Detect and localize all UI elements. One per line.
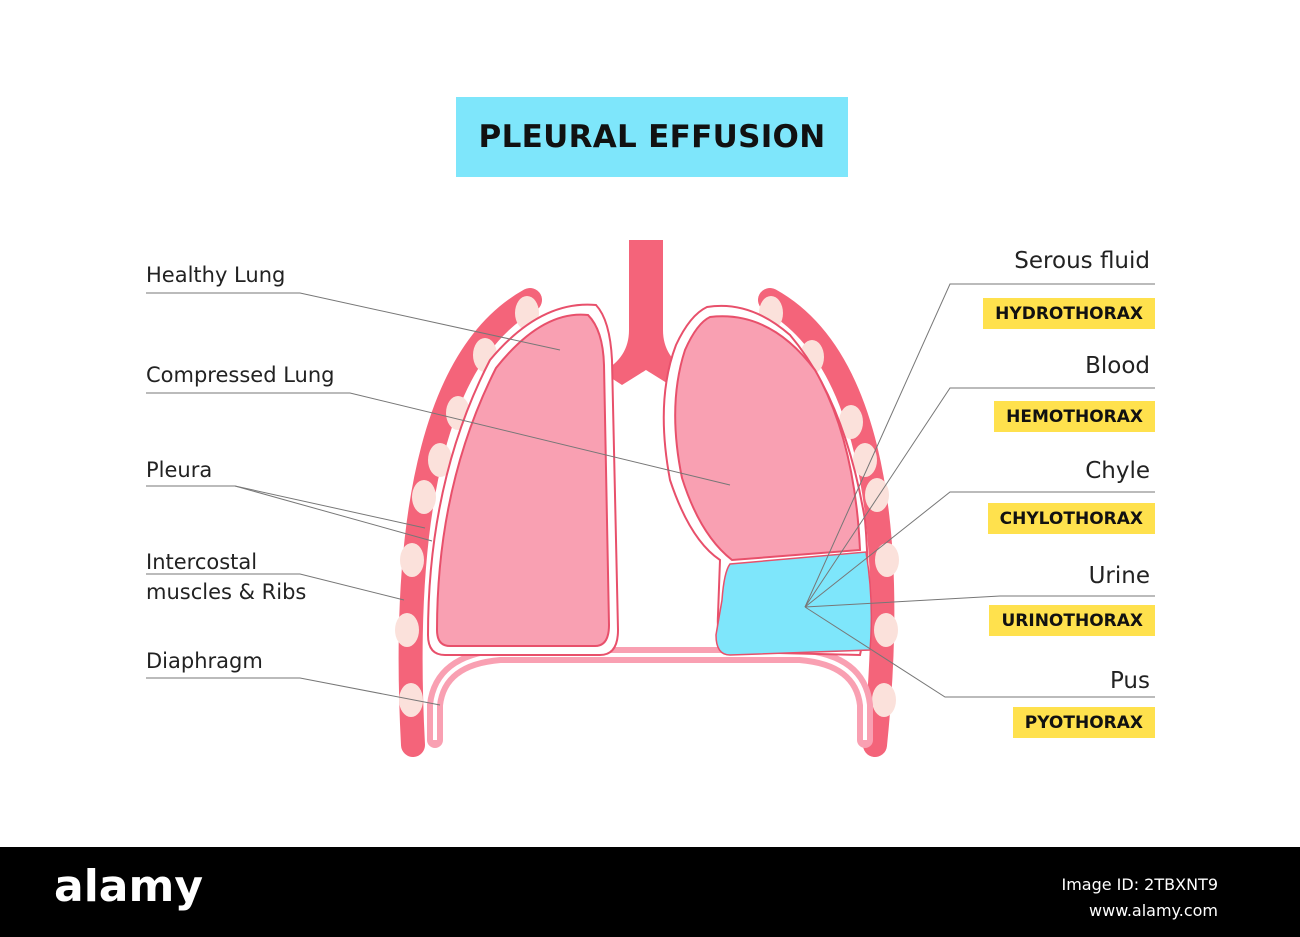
right-rib-cartilages [759,296,899,717]
page-title: PLEURAL EFFUSION [478,119,826,155]
fluid-label-blood: Blood [1085,353,1150,379]
label-pleura: Pleura [146,458,213,482]
label-intercostal-line2: muscles & Ribs [146,580,307,604]
label-diaphragm: Diaphragm [146,649,263,673]
condition-tag-urinothorax: URINOTHORAX [989,605,1155,636]
left-lung [435,313,611,647]
fluid-label-serous: Serous fluid [1014,248,1150,274]
label-intercostal-line1: Intercostal [146,550,258,574]
condition-tag-hydrothorax: HYDROTHORAX [983,298,1155,329]
anatomy-illustration [146,240,1155,757]
pleural-fluid [715,551,873,656]
diaphragm-inner [433,653,867,740]
label-healthy-lung: Healthy Lung [146,263,286,287]
condition-tag-chylothorax: CHYLOTHORAX [987,503,1155,534]
image-id: Image ID: 2TBXNT9 [1061,875,1218,894]
left-leader-lines [146,292,731,706]
title-banner: PLEURAL EFFUSION [456,97,848,177]
diaphragm-outline [427,647,873,748]
fluid-label-chyle: Chyle [1085,458,1150,484]
watermark-footer: alamy Image ID: 2TBXNT9 www.alamy.com [0,847,1300,937]
label-intercostal: Intercostal muscles & Ribs [146,547,306,607]
condition-tag-pyothorax: PYOTHORAX [1012,707,1155,738]
brand-logo: alamy [54,861,203,912]
label-compressed-lung: Compressed Lung [146,363,335,387]
right-leader-lines [804,283,1155,698]
trachea [602,240,690,385]
fluid-label-pus: Pus [1109,668,1150,694]
right-lung [674,315,862,562]
site-url: www.alamy.com [1089,901,1218,920]
condition-tag-hemothorax: HEMOTHORAX [994,401,1155,432]
fluid-label-urine: Urine [1088,563,1150,589]
